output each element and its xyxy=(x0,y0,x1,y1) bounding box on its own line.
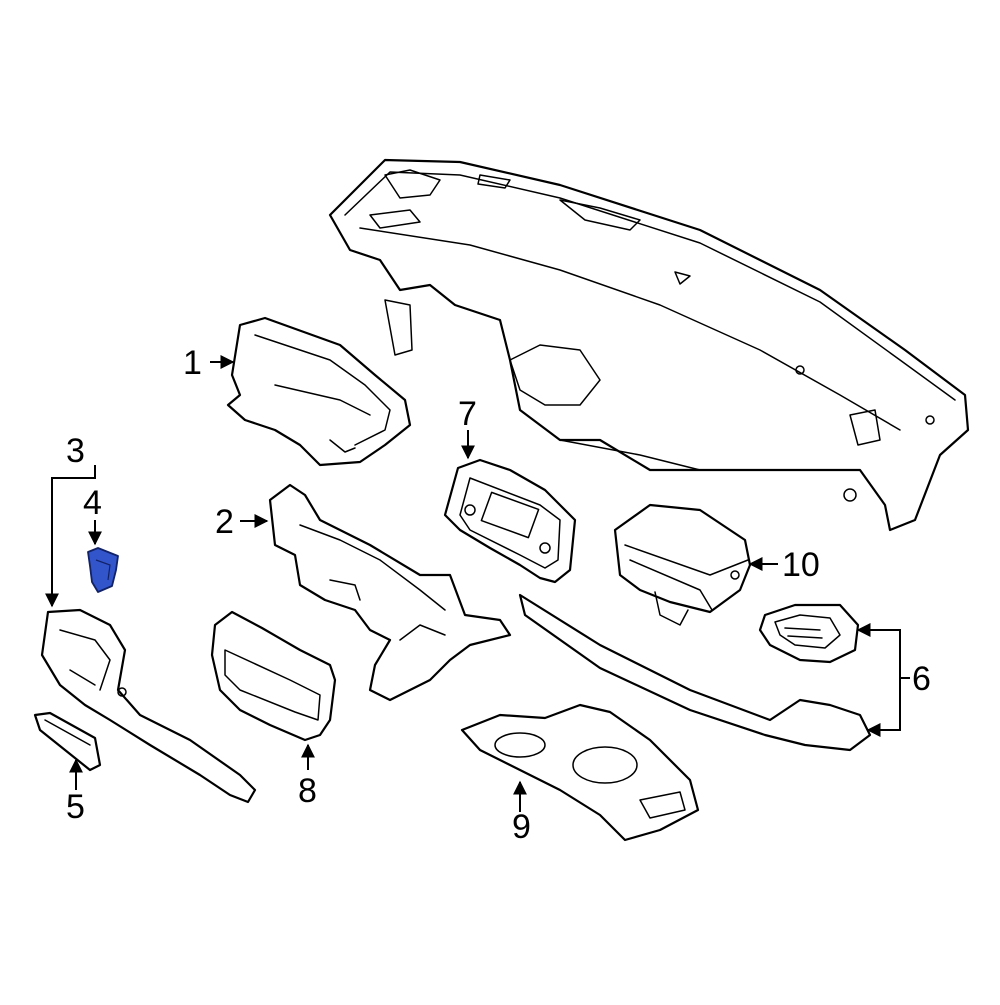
callout-9: 9 xyxy=(512,808,531,846)
callout-7: 7 xyxy=(458,395,477,433)
part-2-center-bracket xyxy=(268,483,512,702)
callout-10: 10 xyxy=(782,546,820,584)
part-7-control-panel xyxy=(443,458,577,584)
part-9-lower-tray xyxy=(460,703,700,842)
part-4-clip-highlighted xyxy=(87,547,119,593)
dashboard-frame xyxy=(328,158,970,532)
part-3-lower-panel xyxy=(40,608,257,804)
callout-8: 8 xyxy=(298,772,317,810)
part-10-airbag-module xyxy=(613,503,752,626)
callout-3: 3 xyxy=(66,432,85,470)
leader-lines xyxy=(45,355,910,812)
part-5-trim-strip xyxy=(33,711,102,772)
callout-5: 5 xyxy=(66,788,85,826)
callout-4: 4 xyxy=(83,484,102,522)
callout-2: 2 xyxy=(215,503,234,541)
callout-6: 6 xyxy=(912,660,931,698)
part-6-vent-assembly xyxy=(518,593,872,752)
part-1-cluster-hood xyxy=(226,316,412,467)
callout-1: 1 xyxy=(183,344,202,382)
part-8-vent-bezel xyxy=(210,610,337,742)
